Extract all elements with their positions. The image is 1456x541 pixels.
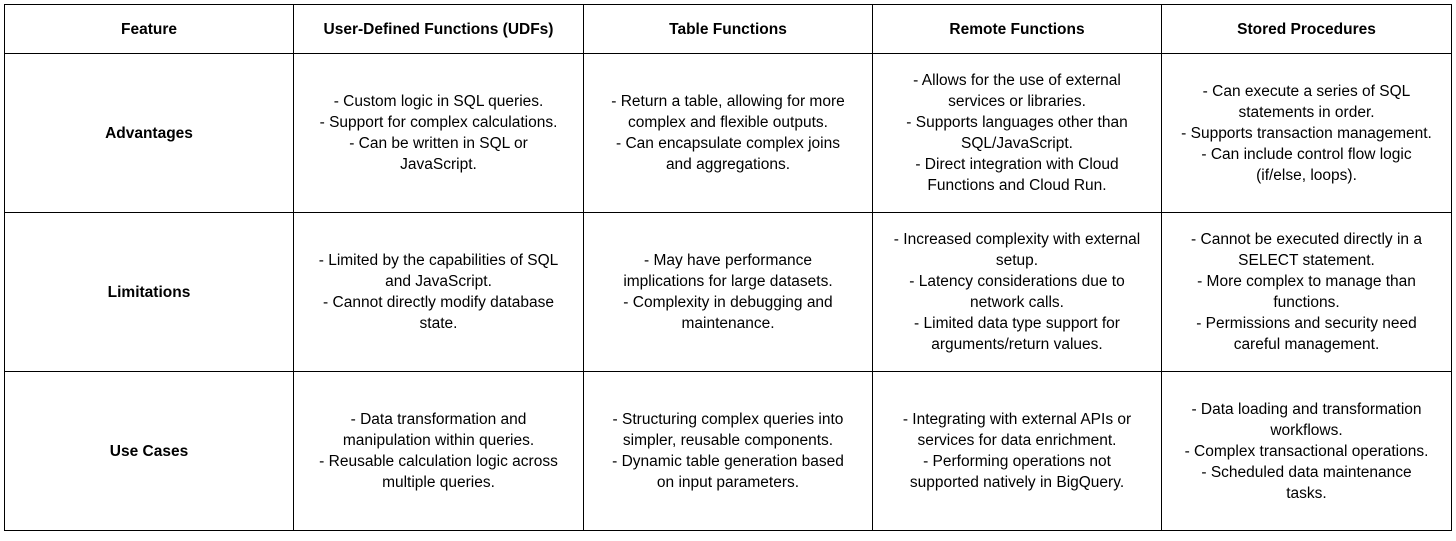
header-table-functions: Table Functions: [583, 4, 873, 54]
cell-advantages-remote-functions: - Allows for the use of external service…: [872, 53, 1162, 213]
cell-text: - Data transformation and manipulation w…: [319, 411, 558, 491]
header-stored-procedures: Stored Procedures: [1161, 4, 1452, 54]
row-label-use-cases: Use Cases: [4, 371, 294, 531]
table-row-limitations: Limitations - Limited by the capabilitie…: [4, 212, 1452, 372]
table-row-advantages: Advantages - Custom logic in SQL queries…: [4, 53, 1452, 213]
cell-limitations-udfs: - Limited by the capabilities of SQL and…: [293, 212, 584, 372]
cell-text: - Allows for the use of external service…: [906, 72, 1128, 194]
header-remote-functions: Remote Functions: [872, 4, 1162, 54]
cell-text: - Custom logic in SQL queries. - Support…: [319, 93, 558, 173]
cell-text: - Increased complexity with external set…: [893, 231, 1141, 353]
cell-text: - Integrating with external APIs or serv…: [902, 411, 1132, 491]
cell-text: - Can execute a series of SQL statements…: [1181, 82, 1432, 184]
header-feature: Feature: [4, 4, 294, 54]
table-row-use-cases: Use Cases - Data transformation and mani…: [4, 371, 1452, 531]
cell-use-cases-table-functions: - Structuring complex queries into simpl…: [583, 371, 873, 531]
cell-text: - Structuring complex queries into simpl…: [612, 411, 844, 491]
cell-advantages-udfs: - Custom logic in SQL queries. - Support…: [293, 53, 584, 213]
cell-use-cases-remote-functions: - Integrating with external APIs or serv…: [872, 371, 1162, 531]
cell-limitations-table-functions: - May have performance implications for …: [583, 212, 873, 372]
header-udfs: User-Defined Functions (UDFs): [293, 4, 584, 54]
header-row: Feature User-Defined Functions (UDFs) Ta…: [4, 4, 1452, 54]
cell-advantages-stored-procedures: - Can execute a series of SQL statements…: [1161, 53, 1452, 213]
cell-advantages-table-functions: - Return a table, allowing for more comp…: [583, 53, 873, 213]
cell-limitations-stored-procedures: - Cannot be executed directly in a SELEC…: [1161, 212, 1452, 372]
cell-text: - Cannot be executed directly in a SELEC…: [1191, 231, 1422, 353]
cell-text: - Data loading and transformation workfl…: [1184, 400, 1429, 502]
cell-text: - May have performance implications for …: [623, 252, 833, 332]
comparison-table: Feature User-Defined Functions (UDFs) Ta…: [4, 4, 1452, 531]
row-label-advantages: Advantages: [4, 53, 294, 213]
row-label-limitations: Limitations: [4, 212, 294, 372]
cell-text: - Return a table, allowing for more comp…: [611, 93, 845, 173]
cell-use-cases-udfs: - Data transformation and manipulation w…: [293, 371, 584, 531]
cell-text: - Limited by the capabilities of SQL and…: [318, 252, 559, 332]
cell-limitations-remote-functions: - Increased complexity with external set…: [872, 212, 1162, 372]
cell-use-cases-stored-procedures: - Data loading and transformation workfl…: [1161, 371, 1452, 531]
